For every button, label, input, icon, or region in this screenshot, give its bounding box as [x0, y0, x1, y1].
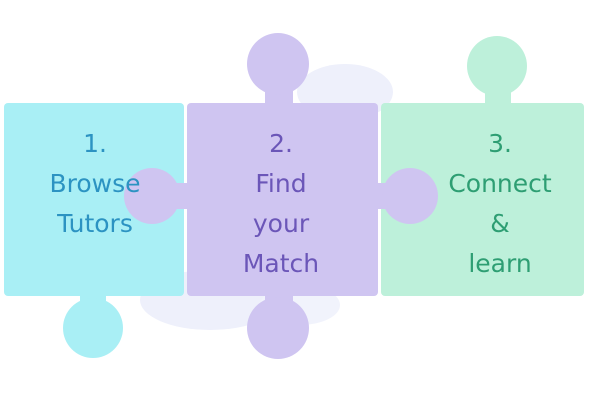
step-2-number: 2.	[269, 129, 293, 158]
step-3-label: 3. Connect & learn	[425, 124, 575, 284]
step-2-line-2: your	[252, 209, 310, 238]
step-1-line-1: Browse	[49, 169, 141, 198]
step-1-line-2: Tutors	[57, 209, 133, 238]
step-2-label: 2. Find your Match	[206, 124, 356, 284]
step-2-line-3: Match	[242, 249, 320, 278]
puzzle-piece-2	[124, 33, 438, 359]
step-3-line-1: Connect	[448, 169, 552, 198]
puzzle-piece-3	[381, 36, 584, 296]
step-3-line-3: learn	[468, 249, 532, 278]
step-3-number: 3.	[488, 129, 512, 158]
step-1-number: 1.	[83, 129, 107, 158]
step-3-line-2: &	[490, 209, 510, 238]
step-1-label: 1. Browse Tutors	[20, 124, 170, 244]
puzzle-piece-1	[4, 103, 184, 358]
step-2-line-1: Find	[255, 169, 307, 198]
